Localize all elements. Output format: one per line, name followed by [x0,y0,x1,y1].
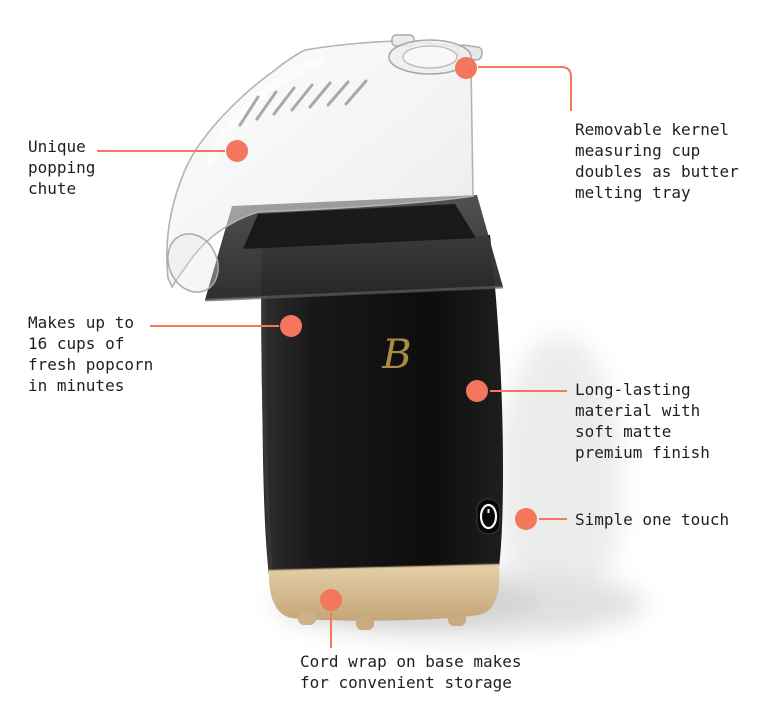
brand-logo: B [381,332,411,378]
kernel-tray-opening [243,204,476,249]
callout-one-touch: Simple one touch [575,510,730,529]
chute-opening [167,233,219,293]
base-foot-left [298,612,316,625]
base-top-seam [268,563,500,571]
base-foot-right [448,613,466,626]
callout-dot-one-touch [515,508,537,530]
machine-body [261,235,503,582]
callout-measuring-cup: Removable kernel measuring cup doubles a… [575,120,739,202]
callout-dot-cord-wrap [320,589,342,611]
callout-dot-material [466,380,488,402]
callout-dots [226,57,537,611]
callout-dot-capacity [280,315,302,337]
callout-capacity: Makes up to 16 cups of fresh popcorn in … [28,313,154,395]
body-left-highlight [261,261,273,575]
callout-dot-measuring-cup [455,57,477,79]
callout-material: Long-lasting material with soft matte pr… [575,380,710,462]
callout-dot-popping-chute [226,140,248,162]
right-shadow [498,335,622,625]
callout-popping-chute: Unique popping chute [28,137,96,198]
callout-cord-wrap: Cord wrap on base makes for convenient s… [300,652,522,692]
callout-line-measuring-cup [478,66,572,111]
callout-connectors [97,66,572,648]
kernel-tray-lip [204,285,504,302]
base-foot-middle [356,617,374,630]
power-switch-icon [476,498,501,535]
vent-slats [238,79,368,127]
